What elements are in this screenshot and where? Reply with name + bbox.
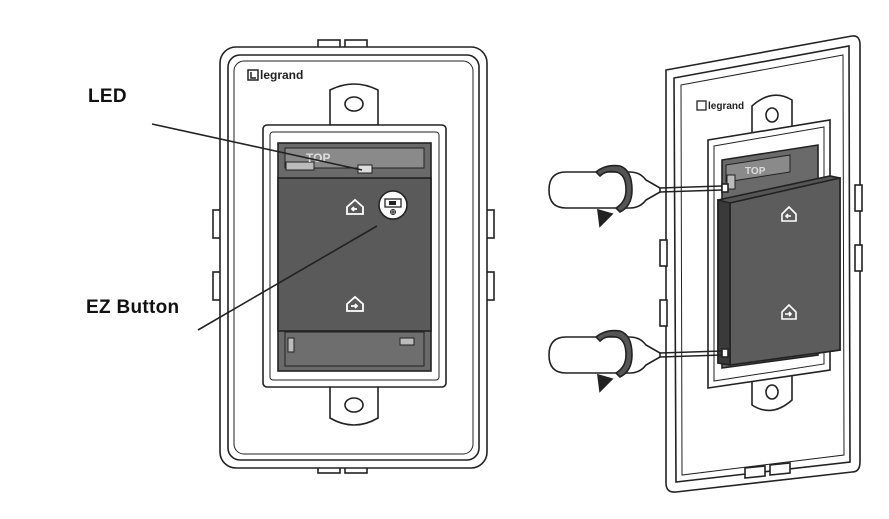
strap-hole-bottom — [765, 384, 779, 400]
screwdriver-icon — [548, 329, 729, 393]
strap-bottom — [329, 384, 379, 426]
side-view-device — [659, 35, 863, 493]
ez-button-icon — [378, 190, 408, 220]
wallplate-inner-perspective — [673, 45, 851, 483]
led-leader-line — [151, 123, 363, 171]
ez-button-callout-label: EZ Button — [86, 297, 180, 318]
top-tab — [285, 161, 315, 171]
legrand-logo: legrand — [247, 68, 303, 82]
house-arrow-out-icon — [781, 303, 797, 320]
strap-screw-hole-top — [344, 96, 364, 112]
house-arrow-in-icon — [781, 205, 797, 222]
strap-top-perspective — [751, 94, 793, 136]
screwdriver-icon — [548, 164, 729, 228]
led-callout-label: LED — [88, 86, 127, 107]
bottom-tab-left — [287, 337, 295, 353]
top-marking-perspective: TOP — [745, 166, 766, 177]
wallplate-opening-rim — [269, 131, 440, 381]
house-arrow-in-icon — [346, 198, 364, 215]
wallplate-rim-perspective — [680, 54, 845, 476]
strap-hole-top — [765, 107, 779, 123]
wallplate-inner — [227, 54, 480, 461]
strap-top — [329, 83, 379, 126]
front-view-device — [212, 39, 495, 474]
wallplate-inner-rim — [233, 60, 474, 455]
legrand-logo-perspective: legrand — [696, 100, 744, 112]
device-bottom-strip — [284, 331, 425, 367]
house-arrow-out-icon — [346, 295, 364, 312]
bottom-tab-right — [399, 337, 415, 346]
ez-button-leader-line — [197, 225, 378, 331]
brand-name: legrand — [260, 68, 303, 82]
strap-screw-hole-bottom — [344, 397, 364, 413]
wallplate-side-tab — [854, 184, 863, 212]
wallplate-side-tab — [659, 239, 668, 267]
brand-name-perspective: legrand — [708, 101, 744, 112]
wallplate-side-tab — [659, 299, 668, 327]
wallplate-side-tab — [854, 244, 863, 272]
